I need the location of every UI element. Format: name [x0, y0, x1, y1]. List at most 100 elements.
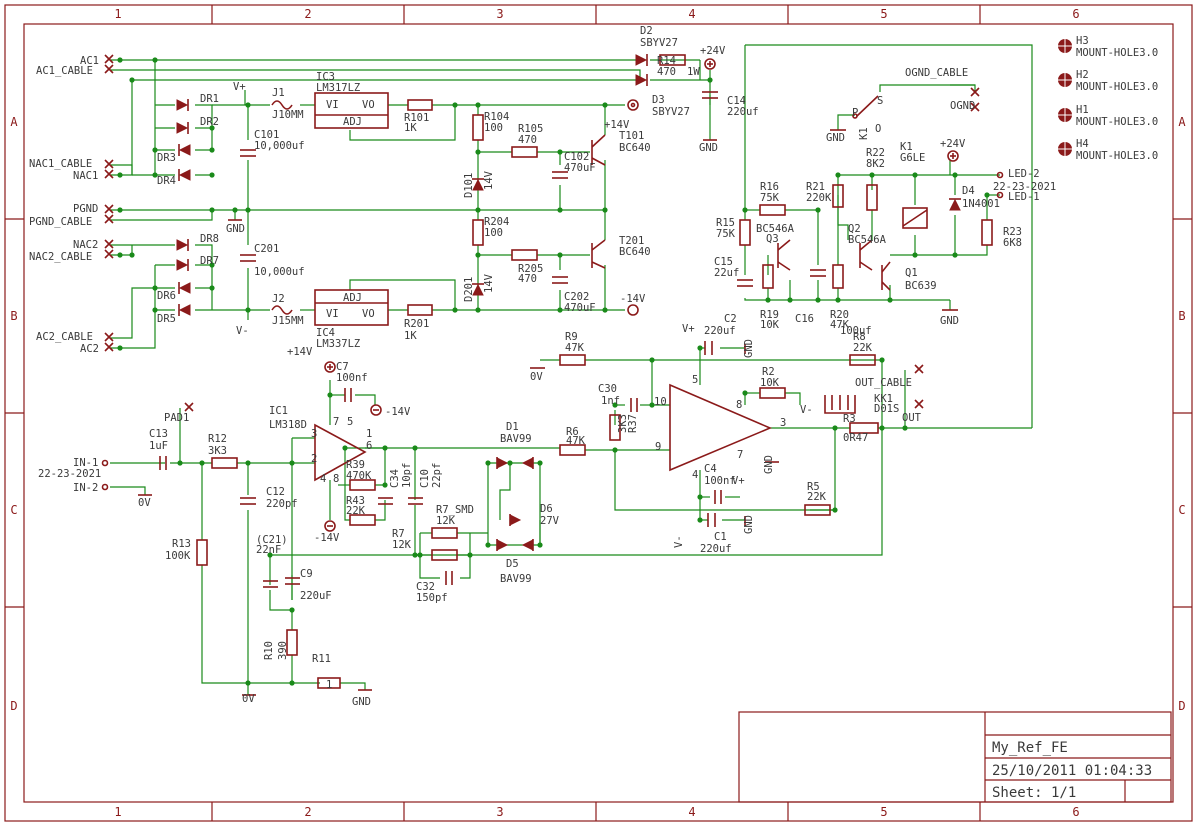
label-r23v: 6K8 [1003, 237, 1022, 249]
label-pin4: 4 [692, 469, 698, 481]
label-c34v: 10pf [401, 463, 413, 488]
label-vo4: VO [362, 308, 375, 320]
junction-dot [417, 552, 423, 558]
label-r11: R11 [312, 653, 331, 665]
frame-column-6-bottom: 6 [1072, 805, 1079, 819]
label-s-k1: S [877, 95, 883, 107]
label-r10v: 390 [277, 641, 289, 660]
junction-dot [742, 390, 748, 396]
label-ac2: AC2 [80, 343, 99, 355]
label-d3: D3 [652, 94, 665, 106]
label-j2: J2 [272, 293, 285, 305]
label-r12v: 3K3 [208, 445, 227, 457]
label-t201: T201 [619, 235, 644, 247]
label-pgnd-cable: PGND_CABLE [29, 216, 92, 228]
title-name: My_Ref_FE [992, 740, 1068, 756]
label-ov-bot: 0V [242, 693, 255, 705]
label-dr4: DR4 [157, 175, 176, 187]
label-ic1p4: 4 [320, 473, 326, 485]
label-r37v: 3K3 [617, 414, 629, 433]
junction-dot [835, 172, 841, 178]
label-r13: R13 [172, 538, 191, 550]
label-c10v: 22pf [431, 463, 443, 488]
label-r104: R104 [484, 111, 509, 123]
label-m14v-c7: -14V [385, 406, 411, 418]
label-lm337: LM337LZ [316, 338, 360, 350]
junction-dot [697, 517, 703, 523]
label-r101v: 1K [404, 122, 417, 134]
label-d101v: 14V [483, 170, 495, 190]
junction-dot [557, 252, 563, 258]
junction-dot [452, 307, 458, 313]
label-r8: R8 [853, 331, 866, 343]
junction-dot [152, 307, 158, 313]
label-p24v: +24V [700, 45, 726, 57]
junction-dot [117, 207, 123, 213]
junction-dot [117, 172, 123, 178]
label-r43: R43 [346, 495, 365, 507]
label-m14v-ic1: -14V [314, 532, 340, 544]
label-q3: Q3 [766, 233, 779, 245]
label-p14v-c7: +14V [287, 346, 313, 358]
junction-dot [835, 297, 841, 303]
label-r11v: 1 [326, 679, 332, 691]
label-r43v: 22K [346, 505, 366, 517]
junction-dot [412, 552, 418, 558]
label-p24v-b: +24V [940, 138, 966, 150]
junction-dot [152, 285, 158, 291]
label-ic1p7: 7 [333, 416, 339, 428]
label-c101v: 10,000uf [254, 140, 305, 152]
frame-row-D-right: D [1178, 699, 1185, 713]
label-r5v: 22K [807, 491, 827, 503]
junction-dot [152, 147, 158, 153]
frame-column-5-top: 5 [880, 7, 887, 21]
junction-dot [475, 207, 481, 213]
label-vminus-r2: V- [800, 404, 813, 416]
frame-row-C-right: C [1178, 503, 1185, 517]
label-vplus-c2: V+ [682, 323, 695, 335]
junction-dot [602, 307, 608, 313]
label-j1: J1 [272, 87, 285, 99]
title-sheet: Sheet: 1/1 [992, 785, 1076, 801]
label-c101: C101 [254, 129, 279, 141]
label-c102v: 470uF [564, 162, 596, 174]
frame-row-B-left: B [10, 309, 17, 323]
junction-dot [245, 307, 251, 313]
junction-dot [912, 252, 918, 258]
label-gnd-a: GND [226, 223, 245, 235]
junction-dot [879, 357, 885, 363]
junction-dot [245, 102, 251, 108]
junction-dot [289, 607, 295, 613]
label-r7smd: R7_SMD [436, 504, 474, 516]
junction-dot [869, 172, 875, 178]
label-mh4: MOUNT-HOLE3.0 [1076, 150, 1158, 162]
label-dr7: DR7 [200, 255, 219, 267]
label-mh1: MOUNT-HOLE3.0 [1076, 116, 1158, 128]
label-nac2-cable: NAC2_CABLE [29, 251, 92, 263]
label-lm317: LM317LZ [316, 82, 360, 94]
title-date: 25/10/2011 01:04:33 [992, 763, 1152, 779]
label-r204v: 100 [484, 227, 503, 239]
label-out: OUT [902, 412, 922, 424]
label-c9: C9 [300, 568, 313, 580]
frame-column-3-top: 3 [496, 7, 503, 21]
junction-dots [117, 57, 990, 686]
label-r39v: 470K [346, 470, 372, 482]
label-m14v-b: -14V [620, 293, 646, 305]
junction-dot [152, 57, 158, 63]
label-k1b: K1 [900, 141, 913, 153]
frame-row-A-left: A [10, 115, 18, 129]
label-r205: R205 [518, 263, 543, 275]
label-d101: D101 [463, 173, 475, 198]
label-gnd-k1: GND [826, 132, 845, 144]
label-r10: R10 [263, 641, 275, 660]
label-c30: C30 [598, 383, 617, 395]
label-c34: C34 [389, 469, 401, 488]
junction-dot [232, 207, 238, 213]
label-c32: C32 [416, 581, 435, 593]
label-c21v: 22nF [256, 544, 281, 556]
label-r5: R5 [807, 481, 820, 493]
